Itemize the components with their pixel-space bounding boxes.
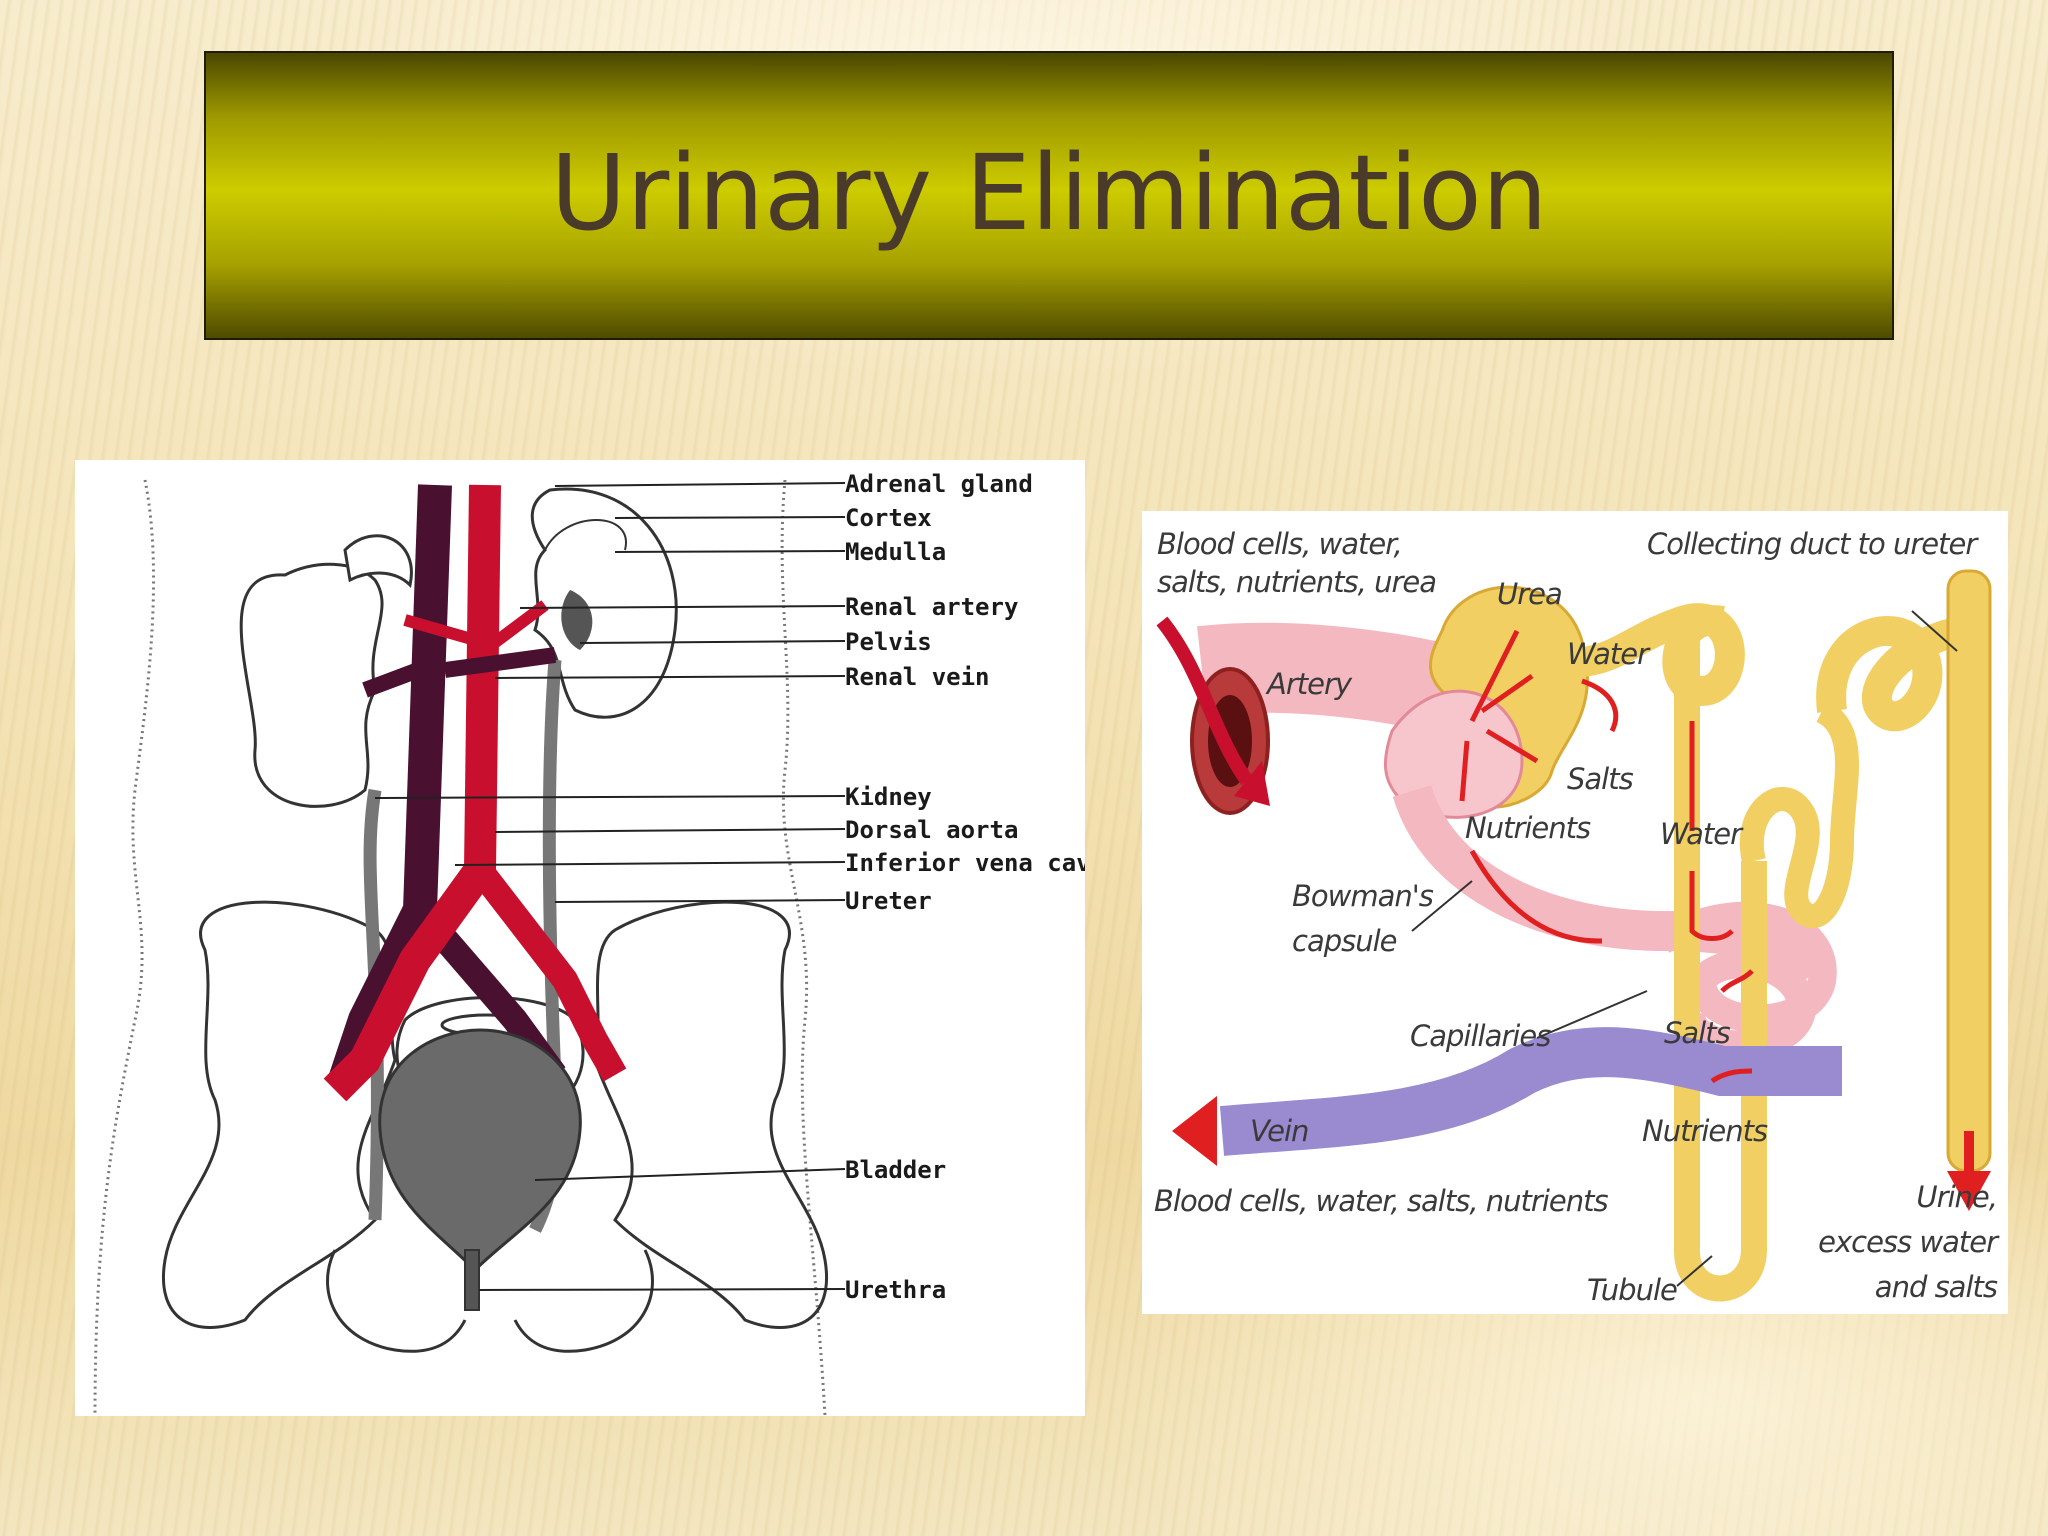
label-artery: Artery <box>1265 667 1353 701</box>
collecting-loop <box>1816 616 1966 732</box>
aorta-branch <box>469 862 627 1082</box>
anatomy-label: Cortex <box>845 504 932 532</box>
label-output: Blood cells, water, salts, nutrients <box>1154 1184 1608 1218</box>
title-banner: Urinary Elimination <box>204 51 1894 340</box>
anatomy-label: Ureter <box>845 887 932 915</box>
anatomy-label: Medulla <box>845 538 946 566</box>
loop-of-henle <box>1674 641 1767 1302</box>
vein-outflow-arrow <box>1172 1096 1217 1166</box>
anatomy-label: Urethra <box>845 1276 946 1304</box>
label-urine-line2: excess water <box>1818 1225 2000 1259</box>
renal-vein-right <box>443 647 557 678</box>
anatomy-label: Kidney <box>845 783 932 811</box>
anatomy-label: Renal vein <box>845 663 990 691</box>
label-vein: Vein <box>1250 1114 1308 1148</box>
ureter-left <box>363 788 384 1221</box>
urethra <box>464 1249 480 1311</box>
renal-vein-left <box>362 652 448 698</box>
kidney-left <box>239 534 413 808</box>
anatomy-label: Adrenal gland <box>845 470 1033 498</box>
label-tubule: Tubule <box>1587 1273 1677 1307</box>
leader-lines <box>374 482 846 1291</box>
vein-tube <box>1219 1027 1842 1156</box>
efferent-vessel <box>1392 784 1820 991</box>
label-bowmans-line1: Bowman's <box>1292 879 1434 913</box>
nephron-diagram: Blood cells, water, salts, nutrients, ur… <box>1142 511 2008 1314</box>
renal-artery-right <box>481 600 549 655</box>
bladder <box>378 1028 582 1273</box>
label-urea: Urea <box>1497 577 1562 611</box>
anatomy-label: Bladder <box>845 1156 946 1184</box>
glomerulus <box>1383 689 1524 819</box>
anatomy-label: Inferior vena cava <box>845 849 1085 877</box>
body-outline-right <box>780 479 827 1417</box>
anatomy-label: Renal artery <box>845 593 1018 621</box>
label-capillaries: Capillaries <box>1410 1019 1551 1053</box>
label-urine-line3: and salts <box>1875 1270 1998 1304</box>
label-nutrients-bottom: Nutrients <box>1642 1114 1768 1148</box>
urine-outflow-arrow <box>1947 1171 1991 1211</box>
dorsal-aorta <box>323 484 501 1102</box>
label-nutrients-top: Nutrients <box>1465 811 1591 845</box>
flow-arrows <box>1459 629 1754 1084</box>
slide-title: Urinary Elimination <box>550 131 1548 254</box>
label-input-line2: salts, nutrients, urea <box>1157 565 1436 599</box>
callout-lines <box>1411 610 1958 1287</box>
artery-inflow-arrow <box>1156 616 1253 786</box>
kidney-right <box>530 487 678 719</box>
label-bowmans-line2: capsule <box>1292 924 1397 958</box>
label-water-top: Water <box>1567 637 1651 671</box>
label-collecting-duct: Collecting duct to ureter <box>1647 527 1979 561</box>
capillary-network <box>1654 901 1837 1059</box>
label-input-line1: Blood cells, water, <box>1157 527 1402 561</box>
label-salts-bottom: Salts <box>1664 1016 1731 1050</box>
label-water-tubule: Water <box>1660 817 1744 851</box>
collecting-duct <box>1946 569 1992 1173</box>
anatomy-label: Pelvis <box>845 628 932 656</box>
label-urine-line1: Urine, <box>1916 1180 1997 1214</box>
distal-tubule <box>1740 700 1859 929</box>
nephron-drawing: Blood cells, water, salts, nutrients, ur… <box>1154 527 2001 1307</box>
renal-artery-left <box>403 614 477 646</box>
body-outline-left <box>93 479 156 1417</box>
label-salts-top: Salts <box>1567 762 1634 796</box>
anatomy-label: Dorsal aorta <box>845 816 1018 844</box>
artery-inflow-arrowhead <box>1234 761 1270 806</box>
